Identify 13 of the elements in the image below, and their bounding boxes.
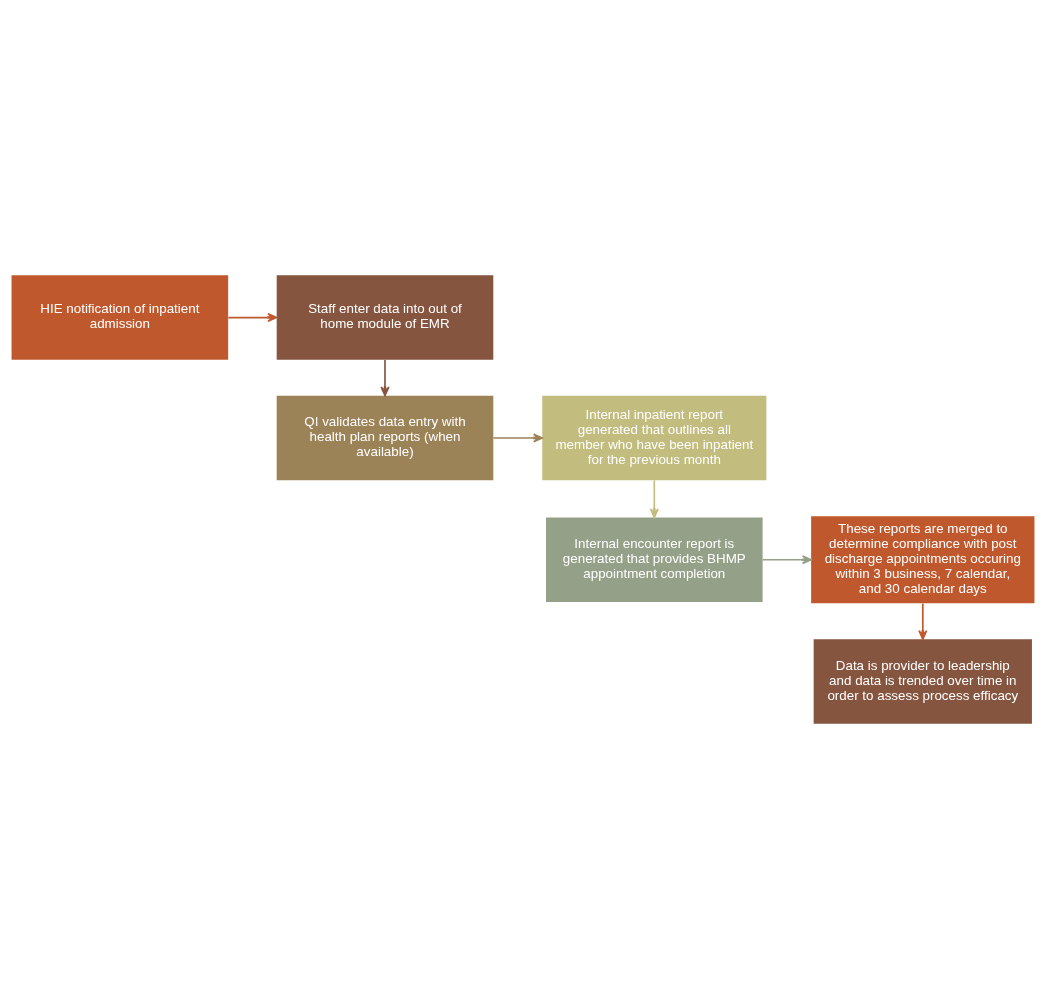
node-box: These reports are merged to determine compliance with post discharge appointments occuring within 3 business, 7 calendar, and 30 calendar days [811, 515, 1035, 603]
arrow [918, 602, 928, 640]
node-box: Internal encounter report is generated that provides BHMP appointment completion [546, 517, 763, 602]
node-box: HIE notification of inpatient admission [11, 274, 229, 360]
arrow [762, 554, 812, 564]
arrow [380, 358, 390, 396]
node-box: Staff enter data into out of home module of EMR [276, 274, 494, 360]
arrow [227, 312, 278, 322]
node-box: Internal inpatient report generated that outlines all member who have been inpatient for the previous month [542, 395, 767, 480]
node-box: Data is provider to leadership and data is trended over time in order to assess process efficacy [813, 638, 1032, 724]
node-box: QI validates data entry with health plan reports (when available) [276, 395, 494, 480]
arrow [649, 479, 659, 518]
arrow [492, 432, 543, 443]
